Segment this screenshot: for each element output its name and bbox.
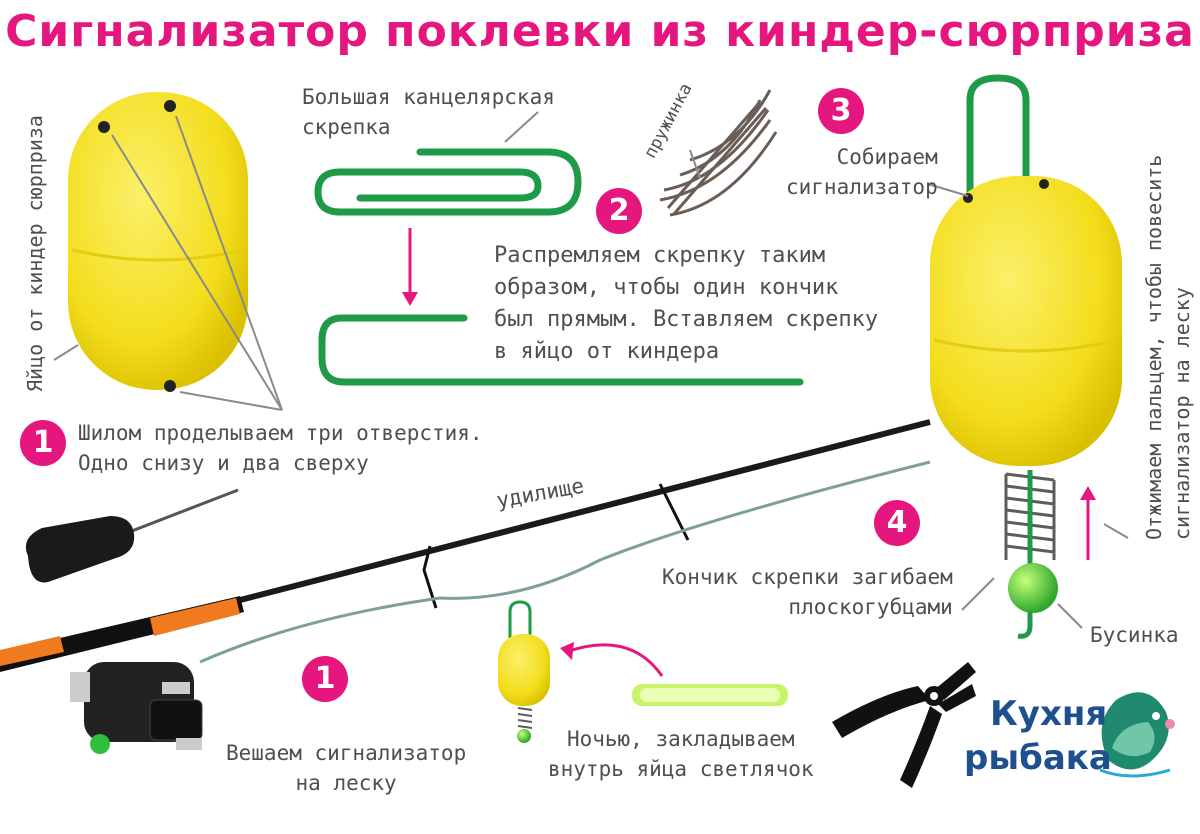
fishing-line — [199, 460, 931, 664]
step-2-badge: 2 — [596, 188, 642, 234]
small-signal — [498, 600, 550, 743]
hole-pointers — [53, 115, 283, 411]
step-3-badge: 3 — [818, 88, 864, 134]
awl — [25, 488, 239, 583]
assembled-signal — [930, 74, 1122, 639]
fishing-rod — [0, 419, 931, 754]
spring-pointer — [689, 149, 701, 179]
pliers — [832, 662, 976, 788]
up-arrow — [1080, 486, 1096, 560]
step-1-badge: 1 — [20, 420, 66, 466]
hang-label: Вешаем сигнализатор на леску — [226, 741, 467, 795]
page-title: Сигнализатор поклевки из киндер-сюрприза — [5, 6, 1195, 57]
curved-arrow-head — [560, 642, 574, 660]
brand-line-1: Кухня — [990, 694, 1108, 734]
step-1-text: Шилом проделываем три отверстия. Одно сн… — [78, 421, 483, 475]
glowstick-label: Ночью, закладываем внутрь яйца светлячок — [548, 727, 814, 781]
fish-logo — [1099, 692, 1175, 778]
curved-arrow — [565, 643, 664, 677]
paperclip-pointer — [504, 111, 539, 143]
brand-line-2: рыбака — [964, 738, 1112, 778]
kinder-egg-shell — [68, 92, 248, 392]
bead-label: Бусинка — [1090, 623, 1179, 647]
egg-side-label: Яйцо от киндер сюрприза — [23, 115, 47, 392]
step-2-text: Распремляем скрепку таким образом, чтобы… — [494, 243, 879, 364]
assemble-label: Собираем сигнализатор — [786, 145, 938, 199]
straightened-clip — [318, 314, 804, 386]
glowstick — [632, 684, 788, 706]
step-4-badge: 4 — [874, 500, 920, 546]
step-1b-badge: 1 — [302, 656, 348, 702]
paperclip — [314, 148, 582, 216]
paperclip-label: Большая канцелярская скрепка — [302, 85, 555, 139]
press-label: Отжимаем пальцем, чтобы повесить сигнали… — [1142, 154, 1194, 540]
spring — [659, 89, 778, 217]
down-arrow — [402, 228, 418, 306]
bend-tip-label: Кончик скрепки загибаем плоскогубцами — [662, 565, 953, 619]
